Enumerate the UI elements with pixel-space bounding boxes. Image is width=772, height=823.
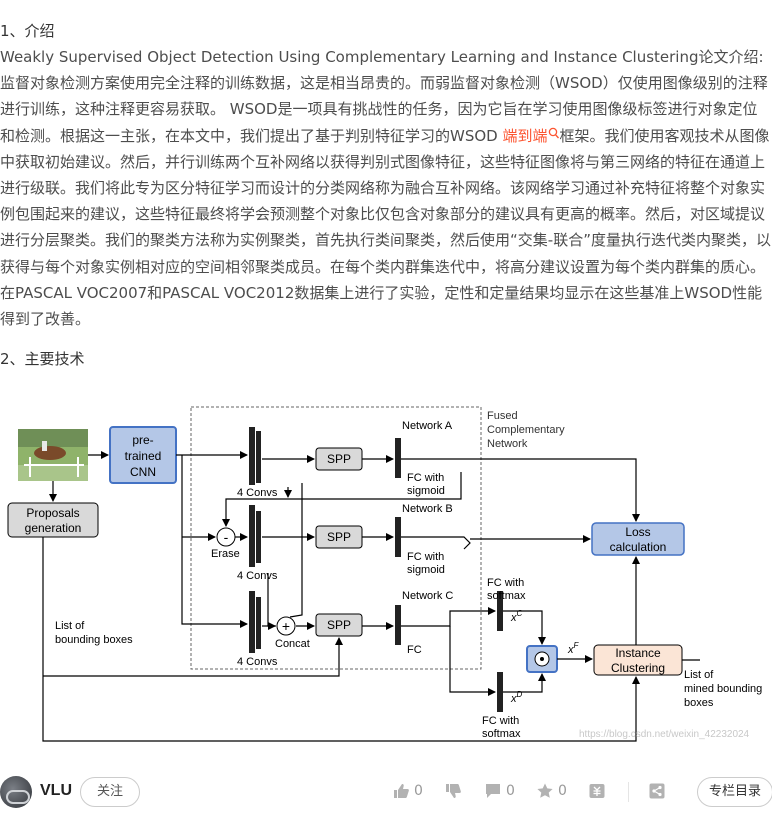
like-button[interactable]: 0: [392, 782, 423, 802]
comment-button[interactable]: 0: [484, 782, 515, 802]
share-icon: [649, 783, 665, 799]
comment-count: 0: [506, 783, 515, 799]
instance-clustering-box: Instance Clustering: [593, 644, 683, 676]
svg-text:calculation: calculation: [610, 540, 667, 554]
svg-text:SPP: SPP: [327, 618, 351, 632]
svg-text:SPP: SPP: [327, 530, 351, 544]
conv-block-a: [249, 427, 261, 485]
architecture-diagram: Fused Complementary Network pre- trained…: [7, 406, 762, 742]
fused-network-label-3: Network: [487, 438, 528, 450]
fc-softmax-d-1: FC with: [482, 715, 519, 727]
section-title-intro: 1、介绍: [0, 22, 55, 40]
footer-divider: [628, 782, 629, 802]
fc-softmax-c-2: softmax: [487, 590, 526, 602]
convs-label-a: 4 Convs: [237, 487, 278, 499]
like-count: 0: [414, 783, 423, 799]
fc-softmax-d-2: softmax: [482, 728, 521, 740]
fc-sigmoid-b-2: sigmoid: [407, 564, 445, 576]
concat-label: Concat: [275, 638, 310, 650]
bbox-list-label-1: List of: [55, 620, 85, 632]
follow-button[interactable]: 关注: [80, 777, 140, 807]
elementwise-product-node: [526, 645, 558, 673]
intro-text-part1: Weakly Supervised Object Detection Using…: [0, 48, 768, 145]
network-b-label: Network B: [402, 503, 453, 515]
thumbs-down-icon: [446, 784, 461, 798]
conv-block-c: [249, 591, 261, 653]
share-button[interactable]: [648, 782, 666, 802]
spp-box-c: SPP: [315, 613, 363, 637]
favorite-count: 0: [558, 783, 567, 799]
svg-text:generation: generation: [25, 521, 82, 535]
xf-label: xF: [567, 641, 580, 656]
svg-text:trained: trained: [125, 449, 162, 463]
erase-node: -: [216, 527, 236, 547]
fc-softmax-bar-c: [497, 591, 503, 631]
svg-text:Proposals: Proposals: [26, 506, 79, 520]
intro-paragraph: Weakly Supervised Object Detection Using…: [0, 44, 772, 332]
section-title-tech: 2、主要技术: [0, 350, 85, 368]
comment-icon: [486, 784, 500, 798]
svg-text:CNN: CNN: [130, 465, 156, 479]
conv-block-b: [249, 505, 261, 567]
erase-label: Erase: [211, 548, 240, 560]
mined-list-label-3: boxes: [684, 697, 714, 709]
bbox-list-label-2: bounding boxes: [55, 634, 133, 646]
svg-text:Instance: Instance: [615, 646, 661, 660]
end-to-end-link[interactable]: 端到端: [502, 126, 548, 145]
avatar[interactable]: [0, 776, 32, 808]
convs-label-b: 4 Convs: [237, 570, 278, 582]
fc-label-c: FC: [407, 644, 422, 656]
svg-text:Clustering: Clustering: [611, 661, 665, 675]
pretrained-cnn-box: pre- trained CNN: [109, 426, 177, 484]
dislike-button[interactable]: [444, 782, 462, 802]
intro-text-part2: 框架。我们使用客观技术从图像中获取初始建议。然后，并行训练两个互补网络以获得判别…: [0, 126, 771, 329]
favorite-button[interactable]: 0: [536, 782, 567, 802]
coin-icon: [589, 784, 605, 798]
xd-label: xD: [510, 690, 523, 705]
input-image: [18, 429, 88, 481]
reward-button[interactable]: [588, 782, 606, 802]
fc-bar-c: [395, 605, 401, 645]
fused-network-label-2: Complementary: [487, 424, 565, 436]
network-c-label: Network C: [402, 590, 453, 602]
fc-softmax-bar-d: [497, 672, 503, 712]
fc-sigmoid-a-2: sigmoid: [407, 485, 445, 497]
fc-softmax-c-1: FC with: [487, 577, 524, 589]
article-footer-bar: VLU 关注 0 0 0 专栏目录: [0, 768, 772, 816]
fused-network-label: Fused: [487, 410, 518, 422]
watermark: https://blog.csdn.net/weixin_42232024: [579, 729, 750, 740]
svg-text:+: +: [282, 618, 290, 634]
mined-list-label-1: List of: [684, 669, 714, 681]
fc-sigmoid-a-1: FC with: [407, 472, 444, 484]
mined-list-label-2: mined bounding: [684, 683, 762, 695]
network-a-label: Network A: [402, 420, 453, 432]
search-icon[interactable]: [548, 127, 560, 140]
fused-network-boundary: [190, 406, 482, 670]
concat-node: +: [276, 616, 296, 636]
star-icon: [537, 783, 553, 798]
thumbs-up-icon: [394, 784, 409, 798]
svg-text:SPP: SPP: [327, 452, 351, 466]
fc-bar-b: [395, 517, 401, 557]
column-catalog-button[interactable]: 专栏目录: [697, 777, 772, 807]
fc-bar-a: [395, 438, 401, 478]
spp-box-a: SPP: [315, 447, 363, 471]
convs-label-c: 4 Convs: [237, 656, 278, 668]
svg-text:Loss: Loss: [625, 525, 650, 539]
spp-box-b: SPP: [315, 525, 363, 549]
loss-calculation-box: Loss calculation: [591, 522, 685, 556]
author-name[interactable]: VLU: [40, 782, 72, 799]
fc-sigmoid-b-1: FC with: [407, 551, 444, 563]
proposals-generation-box: Proposals generation: [7, 502, 99, 538]
svg-text:-: -: [224, 529, 229, 545]
diagram-connectors: [42, 451, 700, 742]
xc-label: xC: [510, 609, 523, 624]
svg-text:pre-: pre-: [132, 433, 153, 447]
